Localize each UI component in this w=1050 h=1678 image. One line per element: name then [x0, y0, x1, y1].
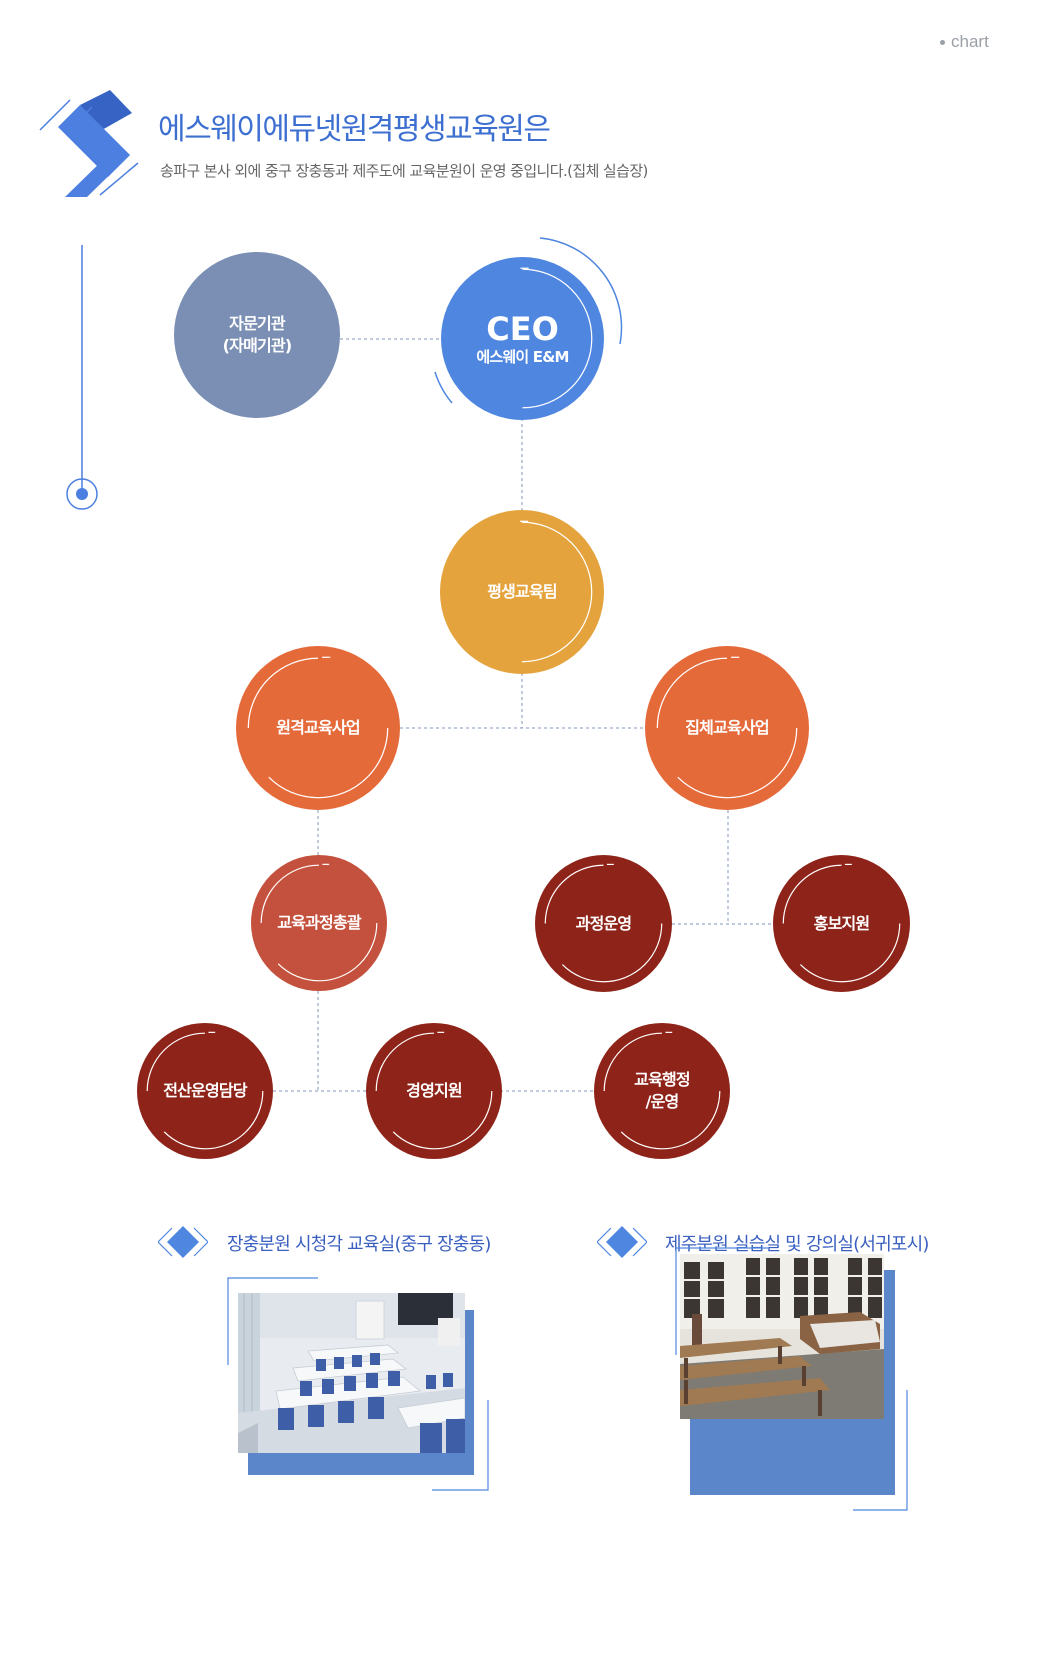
page-title: 에스웨이에듀넷원격평생교육원은 [158, 112, 551, 147]
node-advisory-label-2: (자매기관) [222, 336, 293, 355]
node-promotion: 홍보지원 [773, 855, 910, 992]
node-ceo: CEO 에스웨이 E&M [441, 257, 604, 420]
node-admin-label-2: /운영 [645, 1092, 680, 1111]
node-management-label: 경영지원 [406, 1081, 462, 1100]
branch-caption-jeju: 제주분원 실습실 및 강의실(서귀포시) [665, 1234, 929, 1255]
node-it: 전산운영담당 [137, 1023, 273, 1159]
photo-jeju-lab [680, 1254, 884, 1419]
bullet-dot-icon [940, 40, 945, 46]
chart-label-text: chart [951, 32, 989, 51]
node-advisory: 자문기관 (자매기관) [174, 252, 340, 418]
node-remote-business-label: 원격교육사업 [276, 718, 360, 737]
chevron-logo-icon [39, 90, 139, 197]
node-ceo-title: CEO [486, 309, 559, 348]
branch-caption-jangchung: 장충분원 시청각 교육실(중구 장충동) [227, 1234, 491, 1255]
chart-label: chart [940, 32, 989, 52]
node-team-label: 평생교육팀 [487, 582, 557, 601]
node-admin-label-1: 교육행정 [634, 1070, 690, 1089]
node-advisory-label-1: 자문기관 [229, 314, 285, 333]
node-promotion-label: 홍보지원 [813, 913, 870, 933]
page-subtitle: 송파구 본사 외에 중구 장충동과 제주도에 교육분원이 운영 중입니다.(집체… [160, 162, 648, 180]
diamond-icon [158, 1226, 208, 1258]
timeline-line [66, 245, 98, 510]
node-team: 평생교육팀 [440, 510, 604, 674]
node-curriculum-label: 교육과정총괄 [277, 913, 361, 932]
node-it-label: 전산운영담당 [163, 1081, 247, 1100]
node-admin: 교육행정 /운영 [594, 1023, 730, 1159]
node-group-business: 집체교육사업 [645, 646, 809, 810]
node-management: 경영지원 [366, 1023, 502, 1159]
node-remote-business: 원격교육사업 [236, 646, 400, 810]
node-ceo-sub: 에스웨이 E&M [476, 347, 569, 366]
node-curriculum: 교육과정총괄 [251, 855, 387, 991]
node-course-operation-label: 과정운영 [575, 913, 632, 933]
node-course-operation: 과정운영 [535, 855, 672, 992]
diamond-icon [597, 1226, 647, 1258]
node-group-business-label: 집체교육사업 [685, 718, 769, 737]
photo-jangchung-classroom [238, 1293, 465, 1453]
